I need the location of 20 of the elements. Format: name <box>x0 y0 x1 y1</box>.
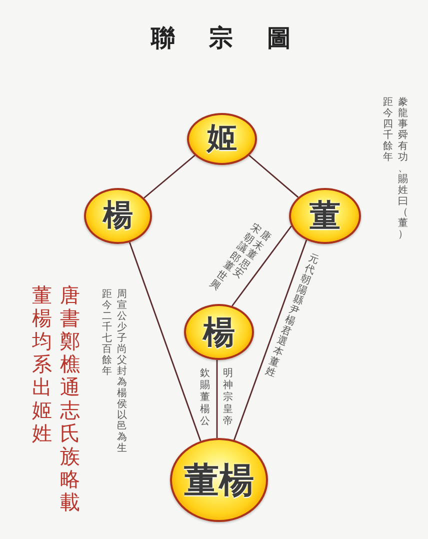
note-text: 唐書鄭樵通志氏族略載董楊均系出姬姓 <box>32 284 80 514</box>
oval-node <box>84 188 152 244</box>
node-label: 董 <box>310 200 340 232</box>
connector-line <box>232 226 292 306</box>
note-text: 周宣公少子尚父封為楊侯以邑為生距今二千七百餘年 <box>102 289 127 454</box>
edge-label: 明神宗皇帝欽賜董楊公 <box>200 368 233 428</box>
connector-line <box>248 154 299 198</box>
annotation-text: 豢龍事舜有功、賜姓曰（董）距今四千餘年 <box>383 97 408 240</box>
node-label: 董楊 <box>184 462 254 498</box>
connector-line <box>216 360 218 438</box>
oval-node <box>187 113 257 165</box>
node-label: 楊 <box>103 201 133 231</box>
diagram-title: 聯宗圖 <box>151 26 325 50</box>
oval-node <box>289 188 361 244</box>
connector-line <box>144 154 196 199</box>
node-label: 楊 <box>203 316 235 348</box>
connector-line <box>233 240 308 440</box>
node-label: 姬 <box>207 124 237 154</box>
oval-node <box>184 304 254 360</box>
connector-line <box>128 242 202 442</box>
